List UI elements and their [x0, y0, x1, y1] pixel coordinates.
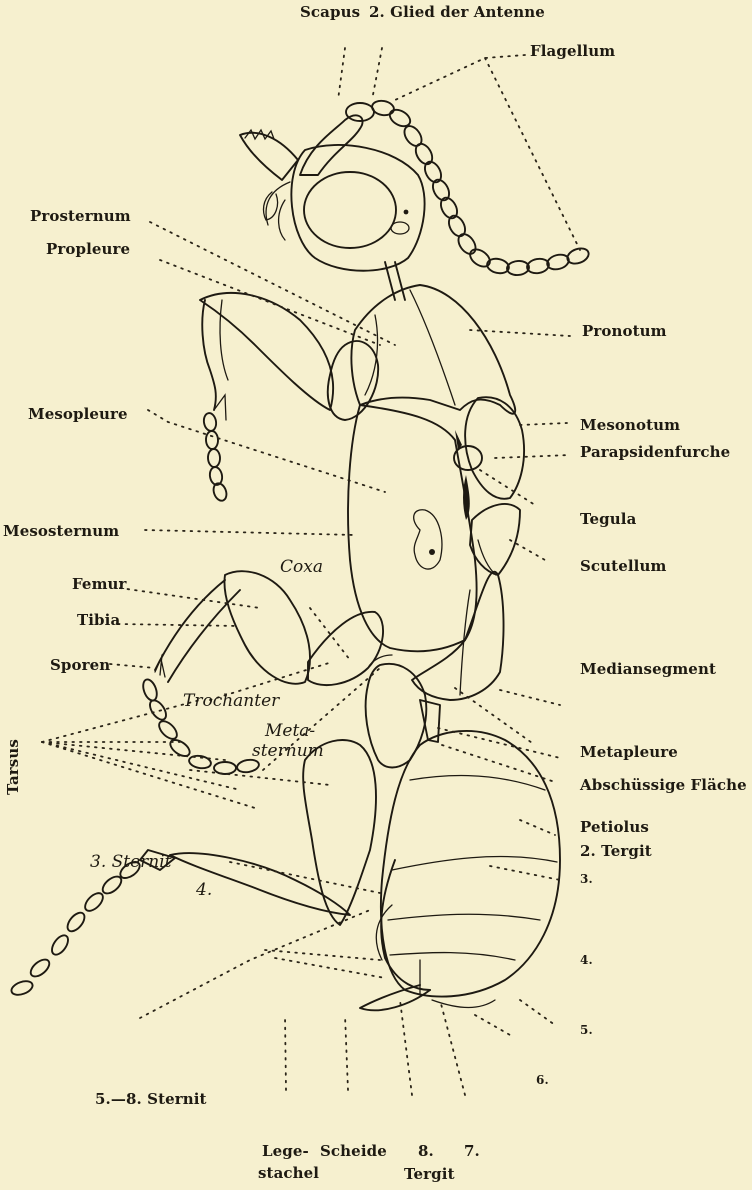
label-tergit2: 2. Tergit: [580, 842, 652, 860]
label-sternit58: 5.—8. Sternit: [95, 1090, 207, 1108]
label-petiolus: Petiolus: [580, 818, 649, 836]
segment: [467, 246, 493, 270]
segment: [546, 252, 571, 271]
rear-leg: [10, 740, 376, 997]
label-n5: 5.: [580, 1021, 593, 1039]
label-sternum: sternum: [252, 741, 324, 761]
label-glied: 2. Glied der Antenne: [369, 3, 545, 21]
label-n6: 6.: [536, 1071, 549, 1089]
label-tergit: Tergit: [404, 1165, 455, 1183]
label-mediansegment: Mediansegment: [580, 660, 716, 678]
segment: [214, 762, 236, 774]
label-stachel: stachel: [258, 1164, 319, 1182]
segment: [28, 956, 53, 979]
segment: [100, 873, 125, 896]
label-n8: 8.: [418, 1142, 434, 1160]
label-metapleure: Metapleure: [580, 743, 678, 761]
segment: [147, 698, 169, 723]
label-mesonotum: Mesonotum: [580, 416, 680, 434]
label-propleure: Propleure: [46, 240, 130, 258]
segment: [49, 933, 71, 958]
segment: [486, 257, 510, 275]
segment: [506, 260, 529, 276]
label-scapus: Scapus: [300, 3, 360, 21]
label-mesosternum: Mesosternum: [3, 522, 119, 540]
label-n4: 4.: [580, 951, 593, 969]
segment: [203, 412, 218, 432]
label-tarsus: Tarsus: [4, 739, 22, 795]
label-n4-italic: 4.: [196, 880, 212, 900]
gaster: [360, 700, 560, 1010]
label-coxa: Coxa: [280, 557, 323, 577]
label-scutellum: Scutellum: [580, 557, 666, 575]
label-n3: 3.: [580, 870, 593, 888]
label-femur: Femur: [72, 575, 127, 593]
antenna: [300, 99, 591, 276]
segment: [206, 431, 219, 449]
label-lege: Lege-: [262, 1142, 309, 1160]
segment: [565, 246, 590, 267]
segment: [455, 231, 479, 257]
head: [240, 130, 425, 300]
foreleg: [200, 293, 333, 503]
segment: [156, 718, 180, 742]
label-n7: 7.: [464, 1142, 480, 1160]
segment: [188, 754, 212, 770]
segment: [82, 890, 106, 914]
thorax: [308, 285, 524, 768]
label-sporen: Sporen: [50, 656, 110, 674]
label-meta: Meta-: [265, 721, 315, 741]
segment: [208, 449, 221, 467]
label-prosternum: Prosternum: [30, 207, 131, 225]
label-scheide: Scheide: [320, 1142, 387, 1160]
label-abschuessige: Abschüssige Fläche: [580, 776, 747, 794]
label-trochanter: Trochanter: [183, 691, 279, 711]
label-flagellum: Flagellum: [530, 42, 615, 60]
label-sternit3: 3. Sternit: [90, 852, 172, 872]
segment: [412, 141, 435, 167]
segment: [64, 910, 87, 935]
label-parapsidenfurche: Parapsidenfurche: [580, 443, 730, 461]
label-pronotum: Pronotum: [582, 322, 667, 340]
label-mesopleure: Mesopleure: [28, 405, 128, 423]
label-tibia: Tibia: [77, 611, 120, 629]
segment: [10, 979, 35, 998]
segment: [141, 678, 160, 703]
label-tegula: Tegula: [580, 510, 636, 528]
